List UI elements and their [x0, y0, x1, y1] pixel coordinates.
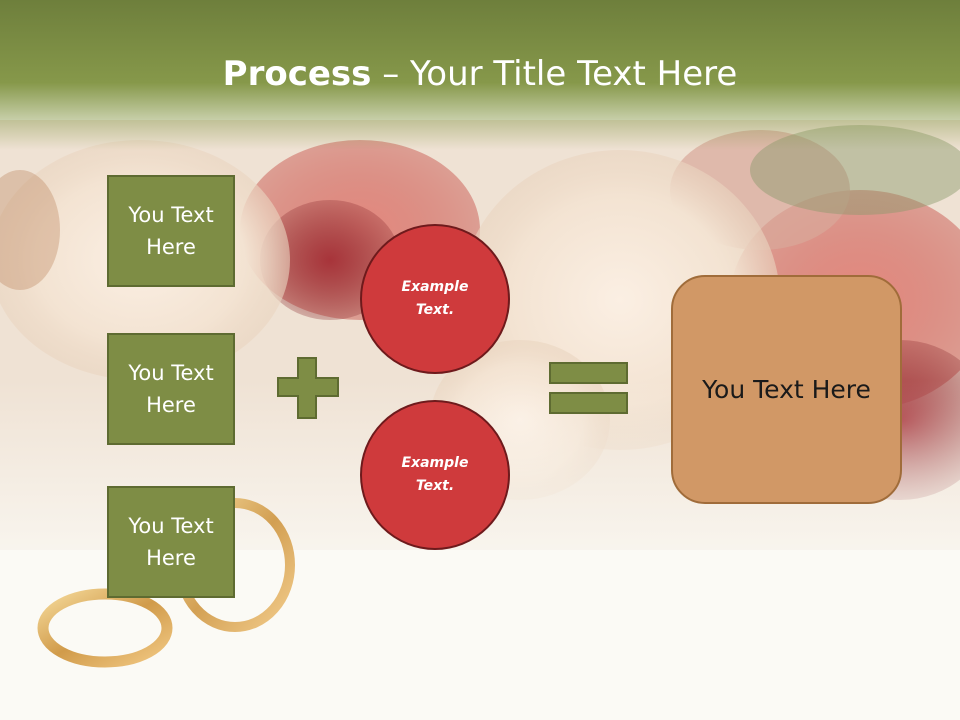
- text-box-3-label: You Text Here: [128, 514, 214, 570]
- title-rest: Your Title Text Here: [410, 54, 738, 94]
- text-box-2-label: You Text Here: [128, 361, 214, 417]
- text-box-1-label: You Text Here: [128, 203, 214, 259]
- example-circle-2-label: Example Text.: [401, 455, 469, 494]
- title-bold: Process: [222, 54, 372, 94]
- text-box-1[interactable]: You Text Here: [107, 175, 235, 287]
- title-bar: Process – Your Title Text Here: [0, 0, 960, 150]
- example-circle-1[interactable]: Example Text.: [360, 224, 510, 374]
- equals-icon: [549, 362, 628, 414]
- example-circle-2[interactable]: Example Text.: [360, 400, 510, 550]
- title-separator: –: [371, 54, 411, 94]
- example-circle-1-label: Example Text.: [401, 279, 469, 318]
- plus-icon: [277, 357, 339, 419]
- result-box[interactable]: You Text Here: [671, 275, 902, 504]
- result-box-label: You Text Here: [702, 374, 871, 404]
- text-box-2[interactable]: You Text Here: [107, 333, 235, 445]
- text-box-3[interactable]: You Text Here: [107, 486, 235, 598]
- slide-title: Process – Your Title Text Here: [0, 52, 960, 96]
